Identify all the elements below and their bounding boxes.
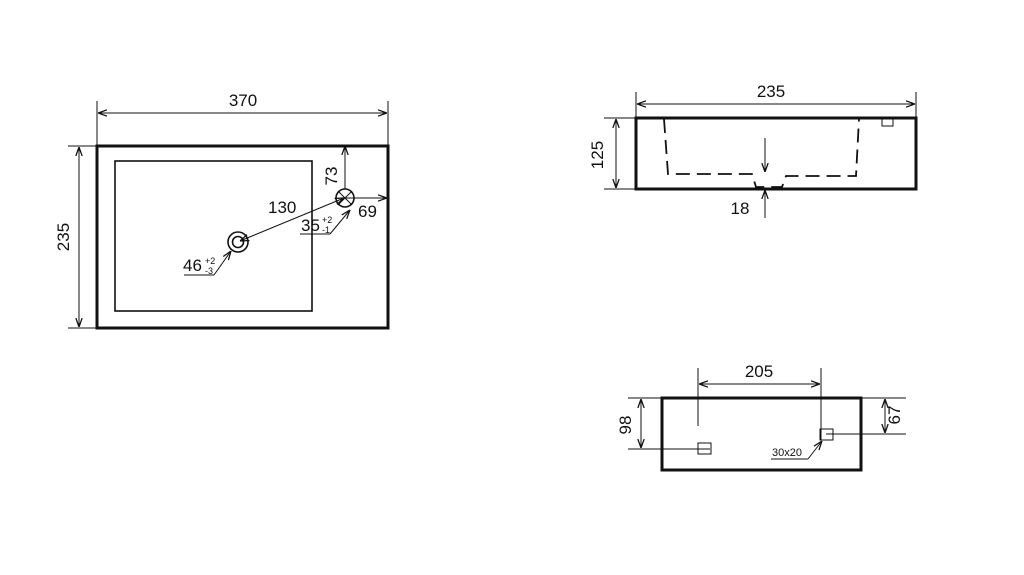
drain-hole-tol-lower: -3 [205, 266, 213, 276]
tap-hole-tol-upper: +2 [322, 215, 332, 225]
side-height-dimension: 98 [616, 416, 635, 435]
basin-outline-front [634, 116, 918, 191]
tap-offset-right-dimension: 69 [358, 202, 377, 221]
mount-slot-left [697, 442, 712, 455]
drain-tap-distance: 130 [268, 198, 296, 217]
tap-hole-tol-lower: -1 [322, 225, 330, 235]
front-width-dimension: 235 [757, 82, 785, 101]
overflow-slot-front [881, 118, 894, 127]
front-height-dimension: 125 [588, 141, 607, 169]
drain-depth-dimension: 18 [731, 199, 750, 218]
drain-hole-diameter: 46 [183, 256, 202, 275]
bowl-outline-top [114, 160, 313, 312]
side-view: 205 98 67 30x20 [616, 362, 906, 472]
mount-spacing-dimension: 205 [745, 362, 773, 381]
front-view: 235 125 18 [588, 82, 918, 218]
drain-hole-inner [231, 235, 245, 249]
drain-hole-outer [227, 231, 249, 253]
bowl-hidden-profile [663, 118, 860, 188]
tap-offset-top-dimension: 73 [322, 167, 341, 186]
tap-hole-diameter: 35 [301, 216, 320, 235]
drain-hole-tol-upper: +2 [205, 256, 215, 266]
height-dimension: 235 [54, 223, 73, 251]
basin-outline-top [95, 144, 390, 330]
mount-height-dimension: 67 [885, 406, 904, 425]
width-dimension: 370 [229, 91, 257, 110]
top-view: 370 235 73 69 130 35 +2 -1 46 +2 -3 [54, 91, 390, 330]
drain-tap-distance-line [240, 198, 344, 241]
slot-size-label: 30x20 [772, 447, 802, 459]
